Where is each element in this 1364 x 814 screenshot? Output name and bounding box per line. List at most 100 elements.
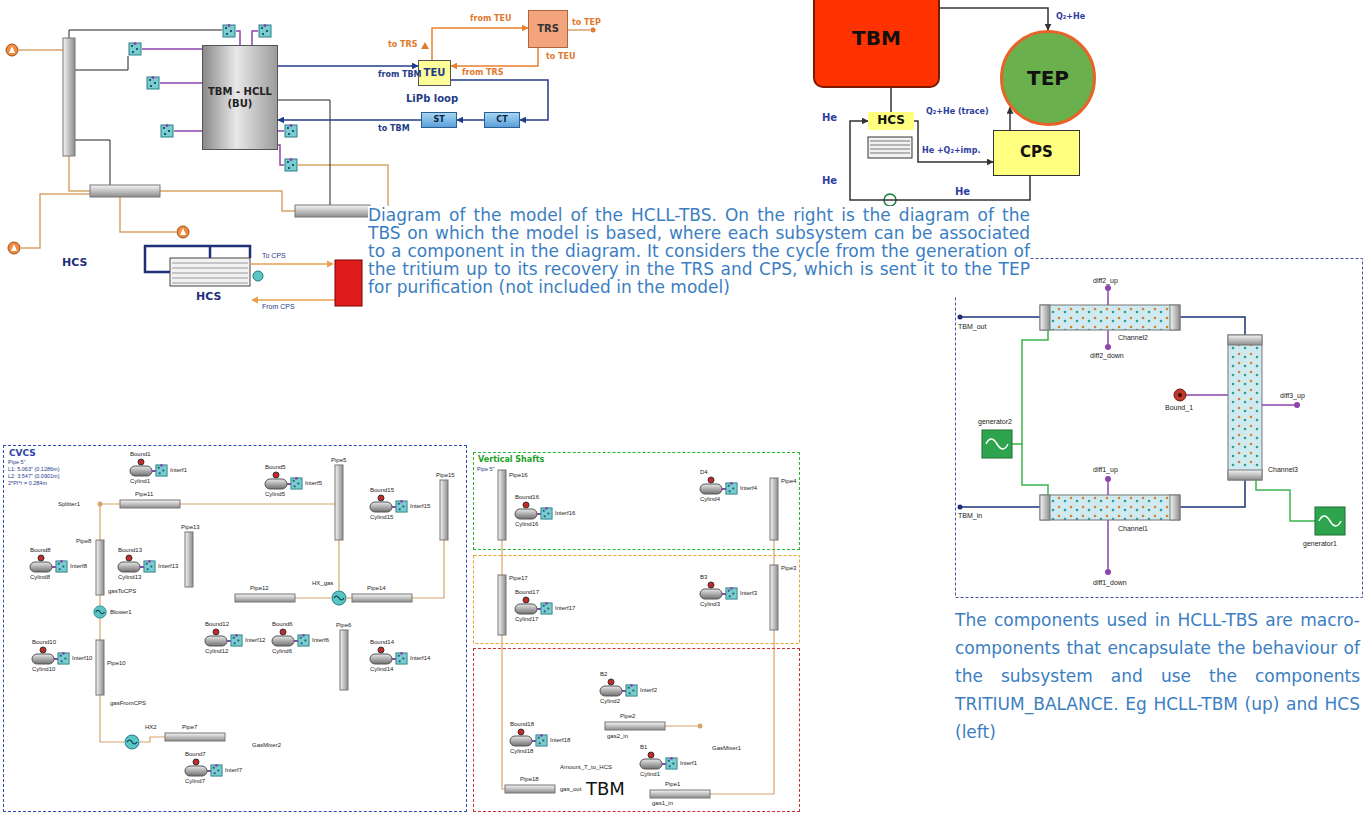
annotation-label: gas1_in <box>652 800 673 807</box>
cvcs-schematic <box>332 591 346 605</box>
pipe-network-top-left <box>172 263 248 283</box>
description-text: Diagram of the model of the HCLL-TBS. On… <box>368 206 1030 296</box>
pipe-network-top-left <box>236 31 240 45</box>
annotation-label: Interf6 <box>312 637 329 644</box>
pipe-symbol <box>165 733 225 741</box>
channel-model <box>1105 285 1300 575</box>
pipe-network-top-left <box>63 38 75 156</box>
boundary-dot <box>280 629 286 635</box>
interface-symbol <box>156 464 167 476</box>
channel-model <box>1262 404 1294 406</box>
tank-box: ST <box>421 112 457 128</box>
annotation-label: Splitter1 <box>58 501 80 508</box>
cooler-box: CT <box>484 112 520 128</box>
subsystem-box: CPS <box>993 130 1080 176</box>
annotation-label: L2: 3.547" (0.0901m) <box>8 473 60 479</box>
interface-symbol <box>666 757 677 769</box>
pipe-network-top-left <box>251 297 258 304</box>
channel-model <box>1170 305 1180 330</box>
annotation-label: diff1_down <box>1093 579 1127 587</box>
pipe-network-top-left <box>295 205 370 217</box>
annotation-label: B2 <box>600 671 607 678</box>
annotation-label: 2*PI*r = 0.284m <box>8 480 47 486</box>
channel-model <box>958 315 963 320</box>
interface-symbol <box>144 560 155 572</box>
annotation-label: gas_out <box>560 786 581 793</box>
annotation-label: HX_gas <box>312 580 333 587</box>
annotation-label: Bound17 <box>515 589 539 596</box>
channel-model <box>986 439 1008 449</box>
cylinder-symbol <box>32 654 54 664</box>
annotation-label: Bound5 <box>265 464 286 471</box>
node-label: ST <box>433 115 444 124</box>
channel-model <box>1108 291 1294 569</box>
boundary-dot <box>213 629 219 635</box>
cylinder-symbol <box>370 654 392 664</box>
pipe-network-top-left <box>69 30 222 38</box>
annotation-label: Interf10 <box>72 655 92 662</box>
pipe-network-top-left <box>591 28 596 33</box>
group-region: Vertical Shafts <box>473 452 800 550</box>
edge-label: Q₂+He (trace) <box>926 107 989 116</box>
annotation-label: From CPS <box>262 303 295 311</box>
pipe-symbol <box>440 480 448 540</box>
annotation-label: Cylind2 <box>600 698 620 705</box>
interface-symbol <box>541 507 552 519</box>
channel-model <box>1040 305 1050 330</box>
pipe-network-top-left <box>258 299 335 301</box>
interface-link <box>287 483 291 485</box>
interface-link <box>537 513 541 515</box>
annotation-label: Pipe12 <box>250 585 269 592</box>
annotation-label: Interf5 <box>305 480 322 487</box>
annotation-label: He <box>822 112 837 124</box>
annotation-label: Blower1 <box>110 609 132 616</box>
cylinder-symbol <box>640 759 662 769</box>
interface-symbol <box>231 634 242 646</box>
pipe-network-top-left <box>75 56 128 70</box>
boundary-dot <box>126 555 132 561</box>
cylinder-symbol <box>185 766 207 776</box>
channel-model <box>962 506 1040 508</box>
annotation-label: Pipe13 <box>181 524 200 531</box>
channel-model <box>1228 335 1262 345</box>
annotation-label: Bound_1 <box>1165 404 1193 412</box>
cvcs-schematic <box>412 540 444 598</box>
interface-symbol <box>291 477 302 489</box>
annotation-label: Bound12 <box>205 621 229 628</box>
pipe-symbol <box>770 565 778 630</box>
annotation-label: Pipe14 <box>367 585 386 592</box>
annotation-label: Bound6 <box>272 621 293 628</box>
annotation-label: gasToCPS <box>108 588 136 595</box>
channel-model <box>1294 402 1300 408</box>
pipe-symbol <box>605 722 665 730</box>
annotation-label: Bound18 <box>510 721 534 728</box>
cvcs-schematic <box>140 737 165 742</box>
boundary-dot <box>38 555 44 561</box>
pipe-network-top-left <box>223 24 235 37</box>
annotation-label: Cylind17 <box>515 616 538 623</box>
connector <box>457 119 484 121</box>
channel-model <box>1105 285 1111 291</box>
boundary-dot <box>138 459 144 465</box>
connector <box>890 88 892 112</box>
group-region: CVCS <box>3 445 467 812</box>
annotation-label: Pipe10 <box>107 660 126 667</box>
channel-model <box>1186 394 1228 396</box>
channel-model <box>1105 344 1111 350</box>
annotation-label: Pipe17 <box>509 575 528 582</box>
pipe-network-top-left <box>327 261 334 268</box>
connector <box>914 121 993 162</box>
annotation-label: Bound14 <box>370 639 394 646</box>
annotation-label: Interf13 <box>158 563 178 570</box>
pipe-network-top-left <box>19 49 63 51</box>
annotation-label: Channel1 <box>1118 525 1148 533</box>
pipe-symbol <box>335 465 343 540</box>
annotation-label: Interf1 <box>170 467 187 474</box>
cylinder-symbol <box>700 484 722 494</box>
description-text: The components used in HCLL-TBS are macr… <box>955 606 1360 746</box>
interface-link <box>54 658 58 660</box>
boundary-dot <box>273 472 279 478</box>
edge-label: He +Q₂+imp. <box>922 146 980 155</box>
boundary-dot <box>708 477 714 483</box>
process-box: TRS <box>528 10 568 48</box>
